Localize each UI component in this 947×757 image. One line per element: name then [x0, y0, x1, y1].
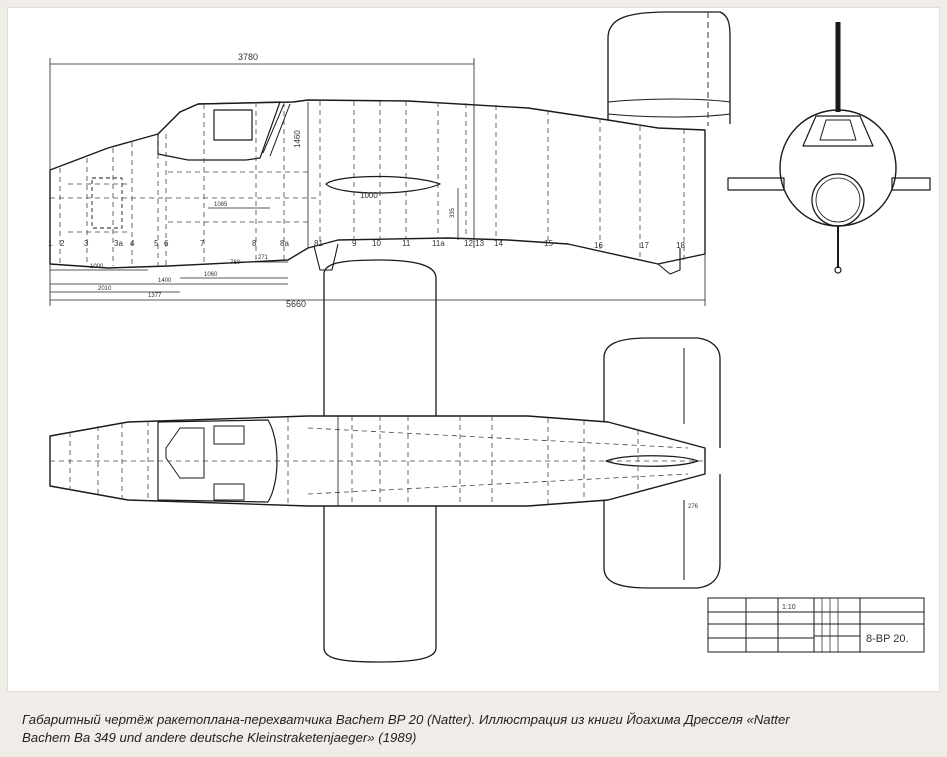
dim-small: 1000 [90, 264, 104, 270]
frame-number: 3a [114, 239, 123, 248]
dim-small: 1400 [158, 278, 172, 284]
dim-small: 271 [258, 255, 269, 261]
dim-small: 760 [230, 260, 241, 266]
dim-height: 1460 [293, 130, 302, 148]
dim-small: 276 [688, 504, 699, 510]
dim-small: 1060 [204, 272, 218, 278]
title-block-sheet-id: 8-BP 20. [866, 633, 909, 645]
frame-number: 3 [84, 239, 89, 248]
side-view [49, 11, 731, 306]
frame-number: 81 [314, 239, 323, 248]
frame-number: 10 [372, 239, 381, 248]
frame-number: 4 [130, 239, 135, 248]
frame-number: 15 [544, 239, 553, 248]
frame-number: 9 [352, 239, 357, 248]
dimension-labels: 3780 5660 1460 1000 1000 1400 2010 1060 … [90, 52, 699, 510]
dim-width: 1000 [360, 191, 378, 200]
caption-line-1: Габаритный чертёж ракетоплана-перехватчи… [22, 712, 790, 727]
frame-number: 11 [402, 239, 411, 248]
frame-number: 5 [154, 239, 159, 248]
frame-number: 8 [252, 239, 257, 248]
frame-number: 2 [60, 239, 65, 248]
frame-number: 8a [280, 239, 289, 248]
dim-small: 1085 [214, 202, 228, 208]
dim-small: 335 [450, 207, 456, 218]
frame-number: 18 [676, 241, 685, 250]
frame-number: 14 [494, 239, 503, 248]
drawing-panel: 3780 5660 1460 1000 1000 1400 2010 1060 … [8, 8, 939, 691]
dim-overall-span: 3780 [238, 52, 258, 62]
caption-line-2: Bachem Ba 349 und andere deutsche Kleins… [22, 730, 417, 745]
front-view [727, 22, 931, 274]
frame-number: 12,13 [464, 239, 485, 248]
frame-numbers: 1 2 3 3a 4 5 6 7 8 8a 81 9 10 11 11a 12,… [48, 239, 685, 250]
frame-number: 16 [594, 241, 603, 250]
frame-number: 11a [432, 239, 445, 248]
dim-small: 2010 [98, 286, 112, 292]
top-view [49, 259, 721, 663]
frame-number: 7 [200, 239, 205, 248]
frame-number: 6 [164, 239, 169, 248]
dim-overall-length: 5660 [286, 299, 306, 309]
aircraft-drawing: 3780 5660 1460 1000 1000 1400 2010 1060 … [48, 11, 931, 663]
dim-small: 1377 [148, 293, 162, 299]
title-block-scale: 1:10 [782, 604, 796, 611]
frame-number: 17 [640, 241, 649, 250]
frame-number: 1 [48, 239, 53, 248]
title-block [707, 597, 925, 653]
figure-caption: Габаритный чертёж ракетоплана-перехватчи… [22, 711, 932, 747]
